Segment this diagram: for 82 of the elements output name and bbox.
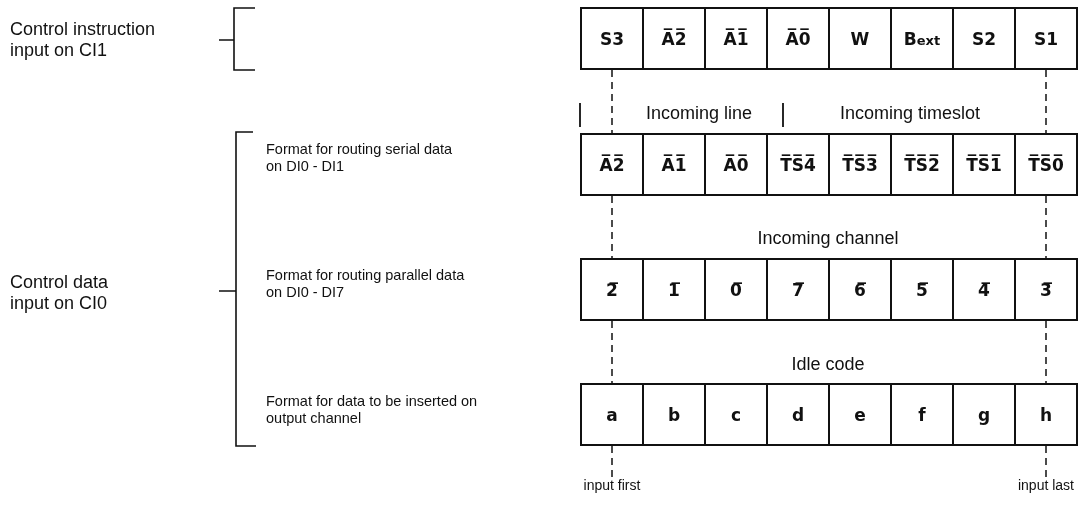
cell-text: 5̅	[916, 279, 928, 300]
bit-field	[952, 133, 1016, 196]
cell-text: d	[791, 404, 805, 425]
cell-text: T̅S̅4̅	[780, 154, 816, 175]
cell-text: 3̅	[1040, 279, 1052, 300]
bit-field	[580, 258, 644, 321]
bit-field	[704, 258, 768, 321]
dashed-line	[1045, 195, 1047, 259]
bit-field	[828, 258, 892, 321]
cell-text: 1̅	[668, 279, 680, 300]
cell-text: A̅2̅	[599, 154, 625, 175]
cell-text: A̅1̅	[661, 154, 687, 175]
cell-text: T̅S̅1̅	[966, 154, 1002, 175]
bit-field	[890, 258, 954, 321]
dashed-line	[1045, 69, 1047, 134]
cell-text: S1	[1033, 28, 1059, 49]
bit-field	[580, 383, 644, 446]
bit-field	[704, 7, 768, 70]
cell-text: T̅S̅2̅	[904, 154, 940, 175]
bit-field	[952, 7, 1016, 70]
note-text: input first	[576, 478, 648, 514]
cell-text: T̅S̅0̅	[1028, 154, 1064, 175]
format-description: Format for data to be inserted on output channel	[266, 393, 479, 427]
bit-field	[642, 133, 706, 196]
bit-field	[704, 383, 768, 446]
cell-text: 7̅	[792, 279, 804, 300]
dashed-line	[611, 69, 613, 134]
group-label: Control instruction input on CI1	[10, 19, 157, 61]
cell-text: f	[918, 404, 926, 425]
format-description: Format for routing parallel data on DI0 - DI7	[266, 267, 466, 301]
bit-field	[952, 258, 1016, 321]
bit-field	[642, 7, 706, 70]
bit-field	[890, 7, 954, 70]
bit-field	[766, 383, 830, 446]
cell-text: c	[730, 404, 742, 425]
bit-field	[952, 383, 1016, 446]
bit-field	[642, 258, 706, 321]
bit-field	[1014, 133, 1078, 196]
bit-field	[766, 7, 830, 70]
cell-text: A̅1̅	[723, 28, 749, 49]
bit-field	[580, 7, 644, 70]
cell-text: a	[606, 404, 618, 425]
dashed-line	[1045, 320, 1047, 384]
bit-field	[890, 383, 954, 446]
cell-text: S2	[971, 28, 997, 49]
bit-field	[766, 258, 830, 321]
bit-field	[828, 7, 892, 70]
cell-text: 4̅	[978, 279, 990, 300]
cell-text: T̅S̅3̅	[842, 154, 878, 175]
cell-text: 0̅	[730, 279, 742, 300]
group-label: Control data input on CI0	[10, 272, 110, 314]
dashed-line	[611, 320, 613, 384]
bit-field	[642, 383, 706, 446]
cell-text: A̅0̅	[785, 28, 811, 49]
bit-field	[1014, 258, 1078, 321]
bit-field	[890, 133, 954, 196]
cell-text: h	[1039, 404, 1053, 425]
bit-field	[1014, 7, 1078, 70]
field-label: Incoming line	[644, 103, 754, 124]
cell-text: A̅0̅	[723, 154, 749, 175]
cell-text: W	[850, 28, 870, 49]
format-description: Format for routing serial data on DI0 - DI1	[266, 141, 454, 175]
bit-field	[704, 133, 768, 196]
field-label: Incoming timeslot	[838, 103, 982, 124]
bit-field	[828, 133, 892, 196]
dashed-line	[1045, 445, 1047, 479]
dashed-line	[611, 195, 613, 259]
cell-text: 6̅	[854, 279, 866, 300]
bit-field	[828, 383, 892, 446]
cell-text: A̅2̅	[661, 28, 687, 49]
field-label: Idle code	[790, 354, 866, 375]
bit-field	[766, 133, 830, 196]
cell-text: e	[854, 404, 866, 425]
cell-text: b	[667, 404, 681, 425]
bit-field	[580, 133, 644, 196]
field-label: Incoming channel	[756, 228, 900, 249]
cell-text: 2̅	[606, 279, 618, 300]
bit-field	[1014, 383, 1078, 446]
dashed-line	[611, 445, 613, 479]
note-text: input last	[1010, 478, 1082, 514]
cell-text: g	[977, 404, 991, 425]
cell-text: S3	[599, 28, 625, 49]
